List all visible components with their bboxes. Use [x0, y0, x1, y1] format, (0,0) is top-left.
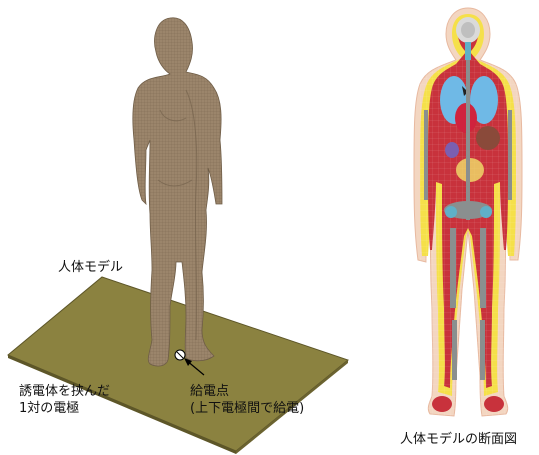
label-electrode-line1: 誘電体を挟んだ: [19, 383, 110, 400]
label-human-model: 人体モデル: [58, 259, 123, 276]
electrode-plate: [8, 277, 348, 454]
feed-point-icon: [175, 350, 185, 360]
cross-section-figure: [414, 8, 522, 420]
label-feed-note: (上下電極間で給電): [190, 400, 304, 417]
label-cross-section: 人体モデルの断面図: [400, 431, 517, 448]
label-feed-point: 給電点: [190, 383, 229, 400]
label-electrode-line2: 1対の電極: [19, 400, 79, 417]
